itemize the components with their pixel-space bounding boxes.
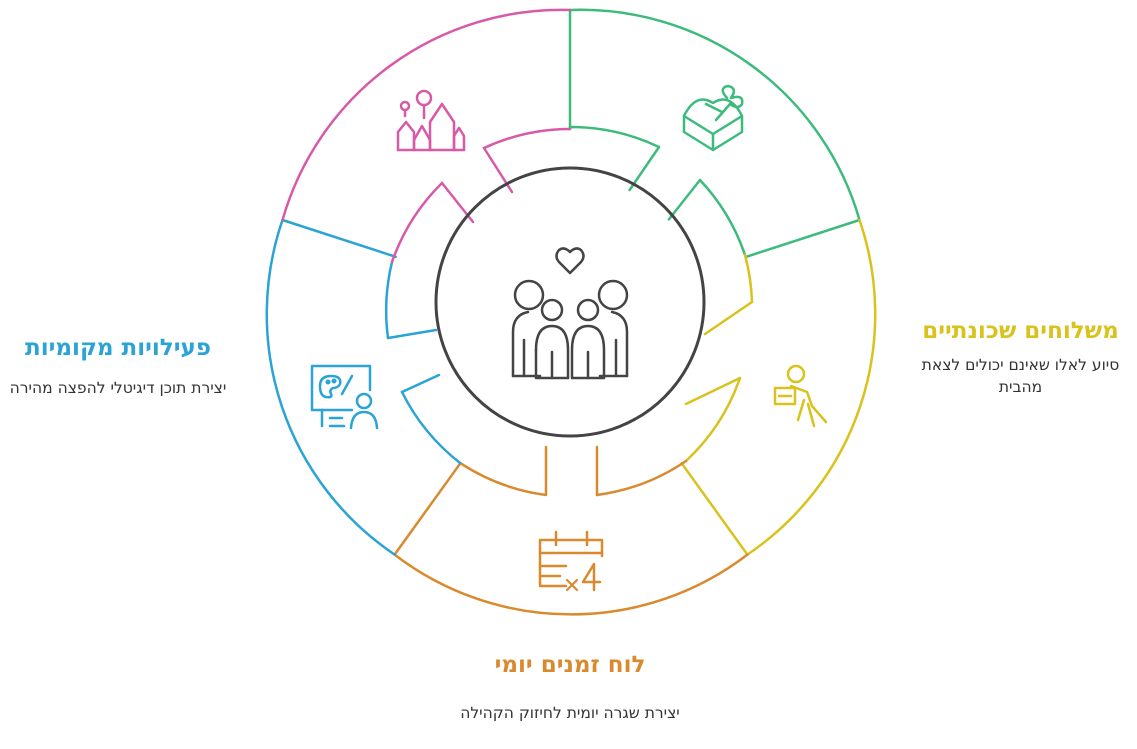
center-circle	[434, 166, 706, 438]
label-schedule-description: יצירת שגרה יומית לחיזוק הקהילה	[460, 704, 680, 722]
label-schedule: לוח זמנים יומי יצירת שגרה יומית לחיזוק ה…	[420, 650, 720, 724]
segment-green	[568, 8, 861, 259]
community-celebration-icon	[396, 89, 466, 152]
segment-yellow	[680, 218, 877, 556]
segment-blue	[265, 218, 462, 556]
label-activities-title: פעילויות מקומיות	[25, 335, 211, 361]
delivery-person-icon	[773, 364, 828, 428]
label-deliveries-title: משלוחים שכונתיים	[922, 318, 1119, 344]
gift-box-icon	[682, 84, 744, 152]
label-activities: פעילויות מקומיות יצירת תוכן דיגיטלי להפצ…	[8, 333, 228, 399]
label-activities-description: יצירת תוכן דיגיטלי להפצה מהירה	[9, 379, 227, 397]
label-deliveries-description: סיוע לאלו שאינם יכולים לצאת מהבית	[921, 356, 1120, 396]
digital-art-icon	[310, 364, 379, 430]
label-schedule-title: לוח זמנים יומי	[494, 652, 646, 678]
calendar-x4-icon	[538, 530, 604, 592]
segment-orange	[393, 445, 749, 616]
label-deliveries: משלוחים שכונתיים סיוע לאלו שאינם יכולים …	[908, 316, 1133, 398]
family-heart-icon	[511, 247, 629, 380]
